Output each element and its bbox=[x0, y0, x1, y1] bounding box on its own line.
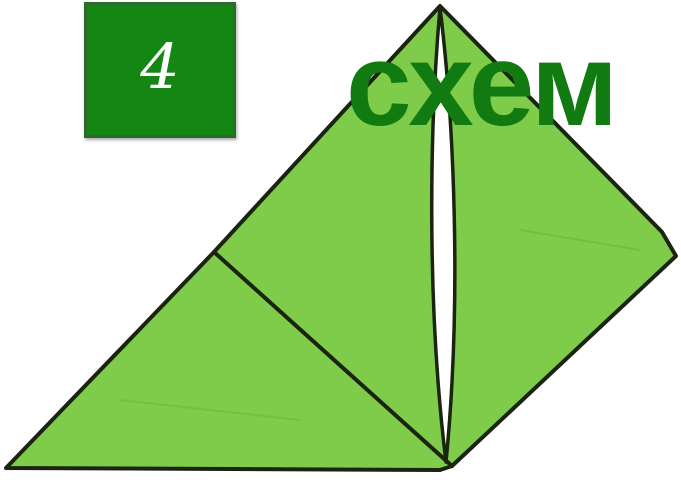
heading-text: схем bbox=[346, 26, 616, 144]
step-number-badge: 4 bbox=[84, 2, 236, 138]
step-number: 4 bbox=[140, 36, 179, 98]
